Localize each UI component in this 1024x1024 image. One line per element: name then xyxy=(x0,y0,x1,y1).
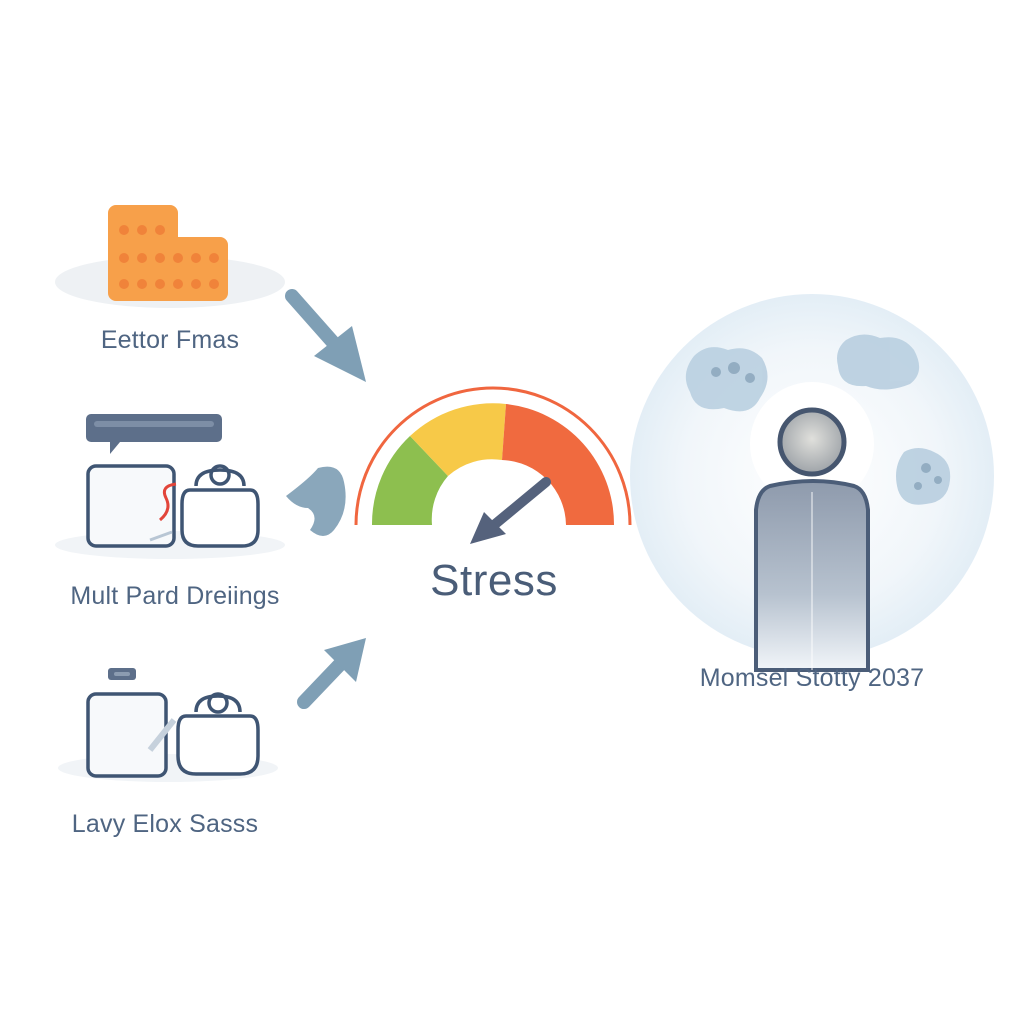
person-icon xyxy=(750,382,874,672)
factor-2-label: Mult Pard Dreiings xyxy=(70,582,280,610)
arrow-middle-icon xyxy=(286,466,346,536)
factor-1-label: Eettor Fmas xyxy=(100,326,240,354)
outcome-label: Momsel Stotty 2037 xyxy=(699,664,925,692)
outcome-bubble xyxy=(630,294,994,672)
arrow-bottom-icon xyxy=(297,638,366,709)
factor-1-icon-group xyxy=(55,205,285,308)
arrow-top-icon xyxy=(285,289,366,382)
stress-gauge-icon xyxy=(354,386,632,544)
orange-block-icon xyxy=(108,205,228,301)
monitor-and-bag-icon xyxy=(55,414,285,559)
center-label: Stress xyxy=(430,556,558,605)
stress-cloud-icon xyxy=(685,334,951,505)
factor-3-label: Lavy Elox Sasss xyxy=(71,810,259,838)
laptop-and-bag-icon xyxy=(58,668,278,782)
